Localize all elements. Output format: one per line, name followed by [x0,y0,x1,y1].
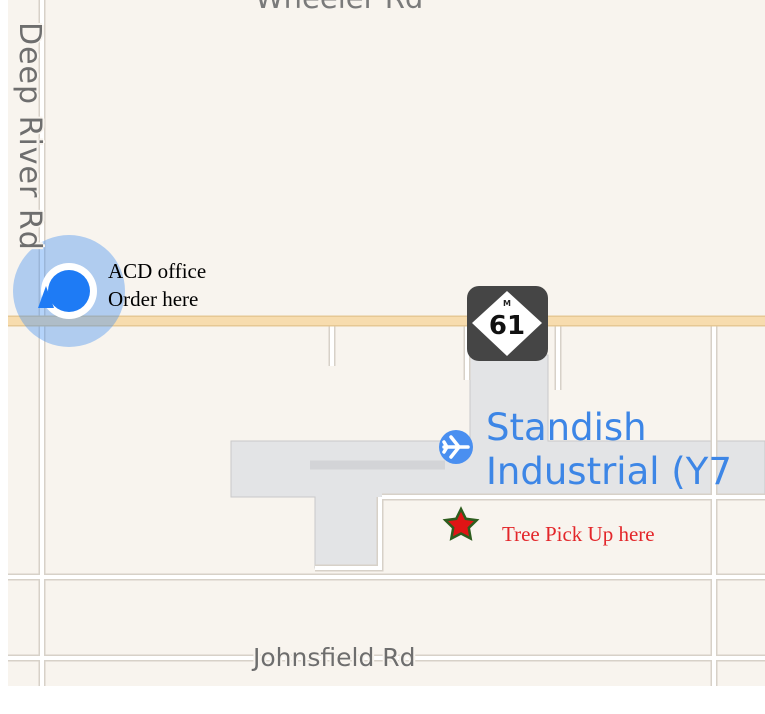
office-annotation-line1: ACD office [108,259,207,283]
airplane-icon [442,435,470,459]
shield-number: 61 [489,311,525,341]
shield-prefix: M [503,299,511,308]
airport-name-line1[interactable]: Standish [486,406,647,449]
land-area [8,0,765,686]
office-annotation-line2: Order here [108,287,199,311]
street-label-johnsfield: Johnsfield Rd [253,643,416,672]
airport-poi-marker[interactable] [439,430,473,464]
highway-shield-m61[interactable]: M 61 [467,286,548,361]
current-location-marker[interactable] [13,235,125,347]
street-label-deep-river: Deep River Rd [12,22,47,251]
street-label-top: Wheeler Rd [255,0,423,13]
pickup-annotation: Tree Pick Up here [502,522,655,546]
diamond-shape [472,291,542,356]
location-dot [48,270,90,312]
minor-roads-fill [8,0,765,686]
pickup-star-icon[interactable] [442,506,480,541]
heading-arrow-icon [38,286,54,308]
airport-name-line2[interactable]: Industrial (Y7 [486,450,732,493]
